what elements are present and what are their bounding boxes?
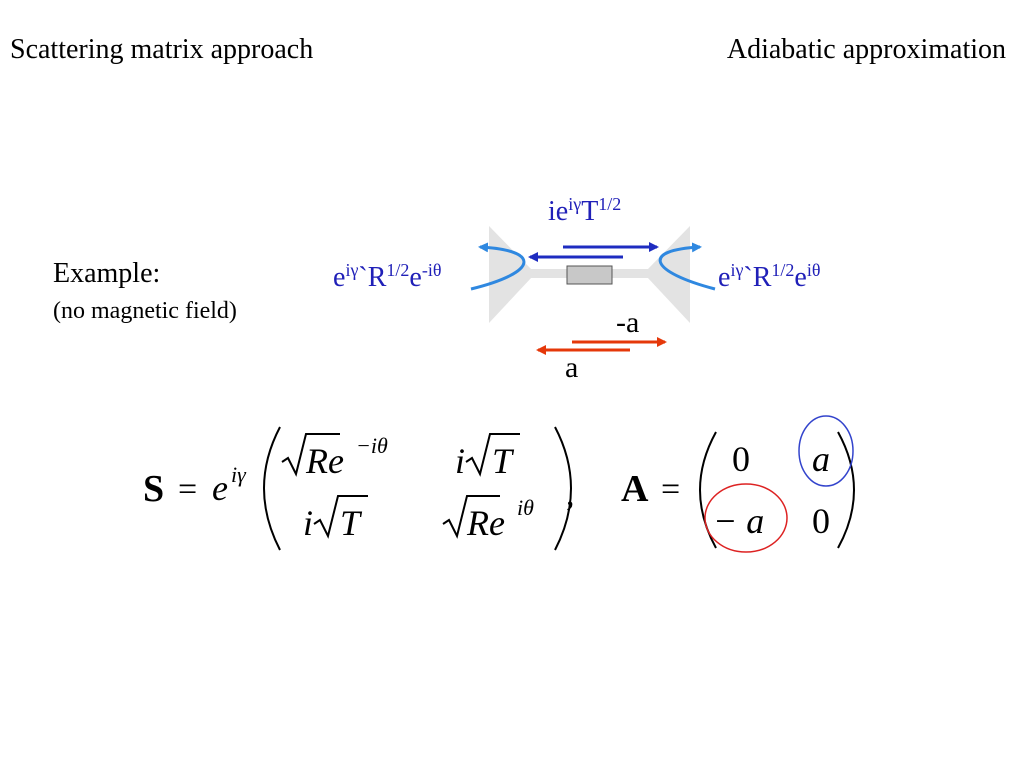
example-subtitle: (no magnetic field) xyxy=(53,298,237,324)
comma: , xyxy=(566,476,575,513)
sqrt-sign-m21 xyxy=(313,495,368,539)
reflection-left-label: eiγ`R1/2e-iθ xyxy=(333,260,442,293)
reflection-right-label: eiγ`R1/2eiθ xyxy=(718,260,821,293)
scatterer-box xyxy=(566,265,613,285)
prefactor-base: e xyxy=(212,468,228,508)
sqrt-sign-m11 xyxy=(281,433,340,477)
transmission-label: ieiγT1/2 xyxy=(548,194,622,227)
sqrt-sign-m22 xyxy=(442,495,500,539)
m11-exponent: −iθ xyxy=(356,433,388,458)
minus-a-label: -a xyxy=(616,306,640,339)
m21-t: T xyxy=(340,503,363,543)
m22-value: Re xyxy=(466,503,505,543)
m21-i: i xyxy=(303,503,313,543)
equals-sign-a: = xyxy=(661,471,680,508)
s-right-paren xyxy=(554,426,572,551)
page-title-left: Scattering matrix approach xyxy=(10,34,314,65)
m12-i: i xyxy=(455,441,465,481)
a-label: a xyxy=(565,351,579,384)
a-m22: 0 xyxy=(812,501,830,541)
reflection-left-arrow xyxy=(470,242,526,291)
s-symbol: S xyxy=(143,468,164,510)
a-m11: 0 xyxy=(732,439,750,479)
prefactor-exp: iγ xyxy=(231,462,247,487)
red-highlight-circle xyxy=(704,483,788,553)
m11-value: Re xyxy=(305,441,344,481)
blue-highlight-circle xyxy=(798,415,854,487)
a-m12: a xyxy=(812,439,830,479)
m12-t: T xyxy=(492,441,515,481)
a-m21: − a xyxy=(713,501,764,541)
reflection-right-arrow xyxy=(658,242,716,291)
example-label: Example: xyxy=(53,258,161,289)
equals-sign-s: = xyxy=(178,471,197,508)
sqrt-sign-m12 xyxy=(465,433,520,477)
a-symbol: A xyxy=(621,468,649,510)
a-right-paren xyxy=(837,431,855,549)
m22-exponent: iθ xyxy=(517,495,534,520)
s-left-paren xyxy=(263,426,281,551)
page-title-right: Adiabatic approximation xyxy=(726,34,1006,65)
